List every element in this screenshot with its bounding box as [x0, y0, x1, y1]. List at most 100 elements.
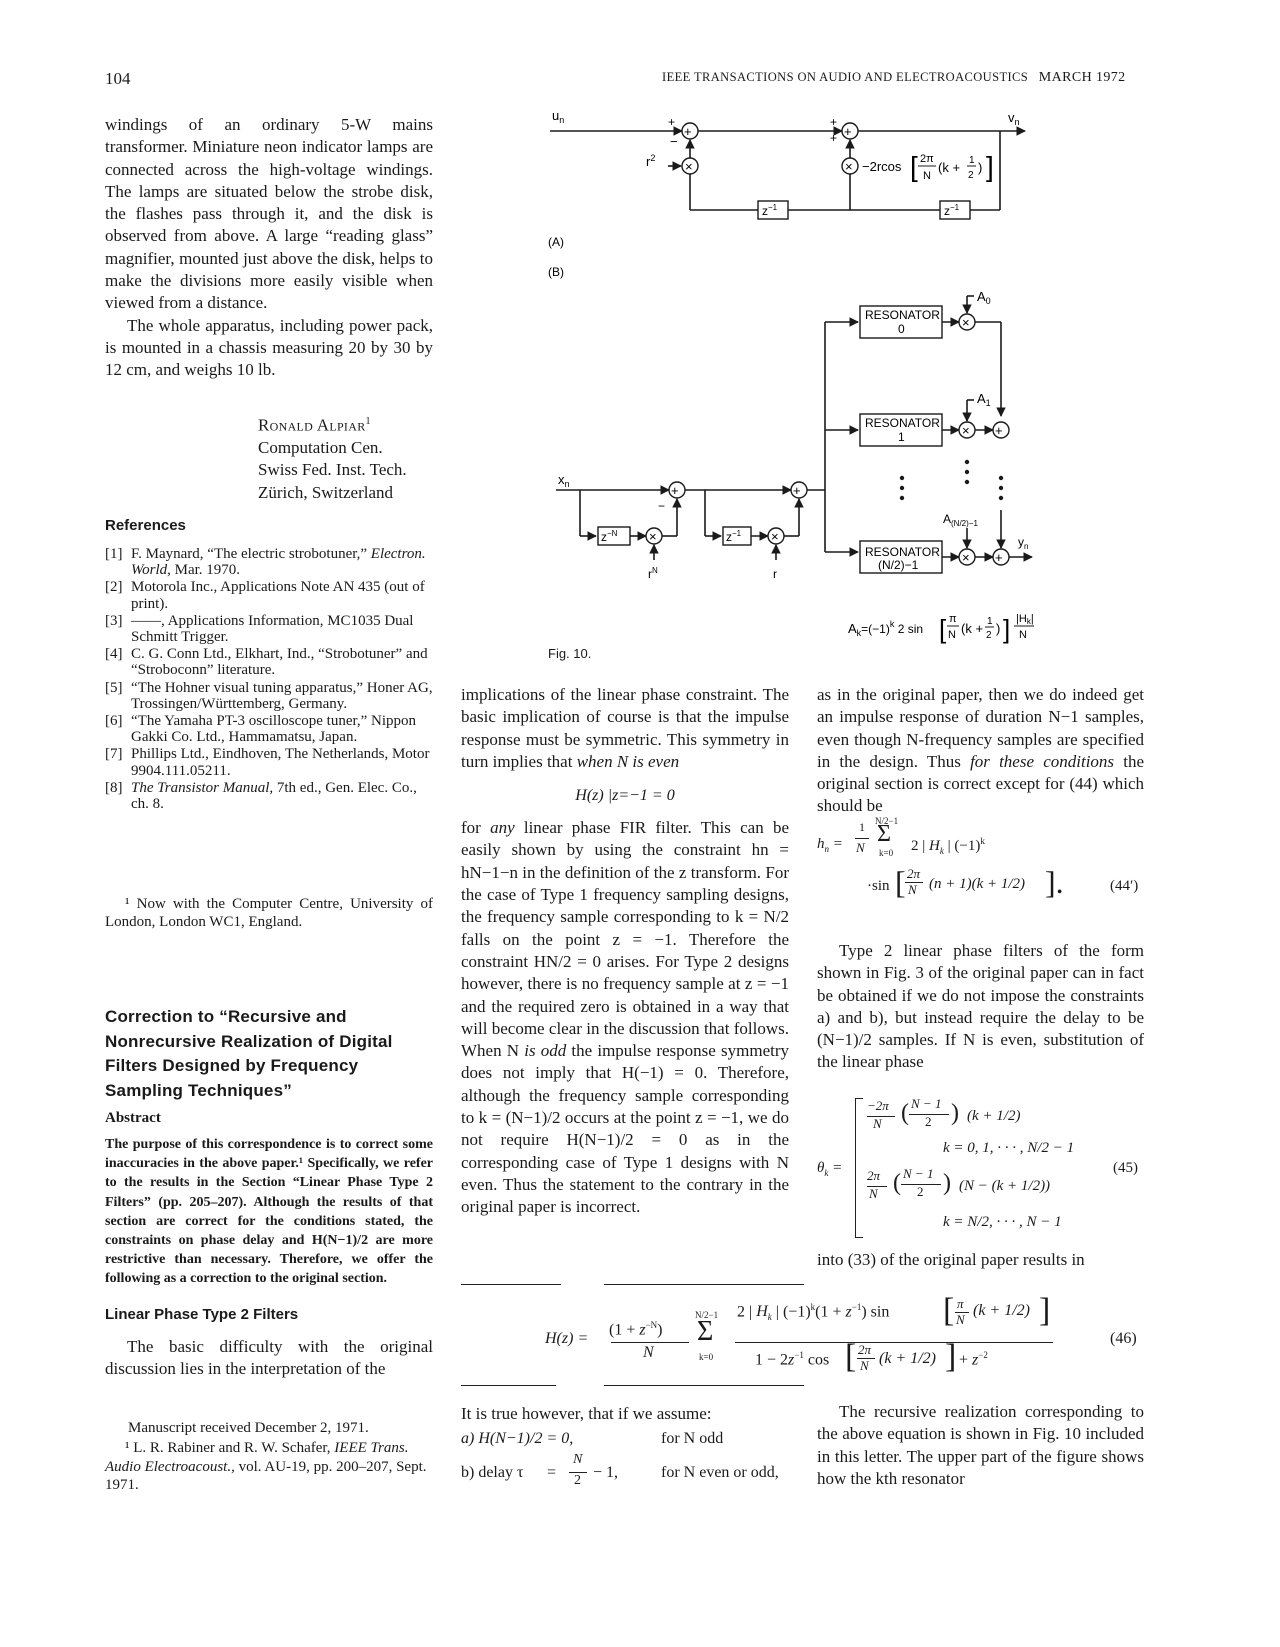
middle-column: implications of the linear phase constra…: [461, 684, 789, 1219]
page-number: 104: [105, 69, 131, 88]
equation-46: H(z) = (1 + z−N) N N/2−1 Σ k=0 2 | Hk | …: [545, 1292, 1065, 1376]
paragraph: into (33) of the original paper results …: [817, 1250, 1085, 1269]
svg-text:Ak=(−1)k 2 sin: Ak=(−1)k 2 sin: [848, 619, 923, 638]
running-header: IEEE TRANSACTIONS ON AUDIO AND ELECTROAC…: [662, 70, 1126, 86]
paragraph: for any linear phase FIR filter. This ca…: [461, 818, 789, 1217]
svg-text:×: ×: [845, 159, 853, 174]
label-part-a: (A): [548, 235, 564, 249]
paragraph: Type 2 linear phase filters of the form …: [817, 941, 1144, 1072]
svg-text:N: N: [948, 629, 956, 641]
author-affiliation: Zürich, Switzerland: [258, 482, 394, 502]
reference-item: [1]F. Maynard, “The electric strobotuner…: [105, 546, 426, 579]
right-column: as in the original paper, then we do ind…: [817, 684, 1144, 818]
label-r: r: [773, 567, 777, 581]
svg-text:]: ]: [986, 151, 994, 182]
correction-title: Correction to “Recursive and Nonrecursiv…: [105, 1007, 393, 1100]
paragraph: implications of the linear phase constra…: [461, 685, 789, 771]
equation-45: θk = −2π N ( N − 1 2 ) (k + 1/2) k = 0, …: [817, 1096, 1147, 1246]
svg-text:+: +: [830, 131, 837, 145]
svg-text:×: ×: [649, 529, 657, 544]
svg-text:[: [: [910, 151, 918, 182]
journal-name: IEEE TRANSACTIONS ON AUDIO AND ELECTROAC…: [662, 70, 1029, 84]
label-xn: xn: [558, 472, 570, 489]
svg-text:2π: 2π: [920, 153, 934, 165]
figure-10: un + + − + + + vn × r2 × −2rcos [ 2π N (…: [548, 108, 1034, 644]
footnote: ¹ Now with the Computer Centre, Universi…: [105, 896, 433, 930]
svg-text:+: +: [668, 115, 675, 129]
svg-text:RESONATOR: RESONATOR: [865, 416, 940, 430]
adder-node: [992, 421, 1010, 439]
svg-text:1: 1: [987, 616, 993, 627]
equation-44: hn = 1 N N/2−1 Σ k=0 2 | Hk | (−1)k ·sin…: [817, 816, 1139, 900]
svg-text:+: +: [995, 423, 1003, 438]
svg-text:+: +: [995, 550, 1003, 565]
resonator-last: [859, 540, 943, 574]
reference-item: [7]Phillips Ltd., Eindhoven, The Netherl…: [105, 746, 430, 779]
equation-hz: H(z) |z=−1 = 0: [575, 787, 675, 805]
svg-text:z−N: z−N: [601, 529, 618, 544]
reference-item: [5]“The Hohner visual tuning apparatus,”…: [105, 679, 433, 712]
label-vn: vn: [1008, 110, 1020, 127]
label-part-b: (B): [548, 265, 564, 279]
svg-text:×: ×: [962, 423, 970, 438]
reference-item: [3]——, Applications Information, MC1035 …: [105, 612, 414, 646]
svg-text:+: +: [671, 483, 679, 498]
svg-text:0: 0: [898, 322, 905, 336]
abstract-heading: Abstract: [105, 1110, 161, 1126]
reference-list: [1]F. Maynard, “The electric strobotuner…: [105, 546, 433, 813]
references-heading: References: [105, 517, 186, 534]
svg-text:z−1: z−1: [726, 529, 742, 544]
issue-date: MARCH 1972: [1038, 70, 1126, 85]
reference-item: [6]“The Yamaha PT-3 oscilloscope tuner,”…: [105, 713, 417, 746]
abstract-text: The purpose of this correspondence is to…: [105, 1137, 433, 1287]
svg-text:2: 2: [968, 170, 974, 181]
svg-text:−: −: [658, 499, 665, 513]
svg-text:−: −: [670, 134, 678, 149]
svg-text:(k +: (k +: [961, 621, 983, 636]
svg-text:×: ×: [962, 315, 970, 330]
svg-text:×: ×: [685, 159, 693, 174]
ak-formula: Ak=(−1)k 2 sin [ π N (k + 1 2 ) ] |Hk| N: [848, 613, 1034, 644]
delay-block: [939, 200, 971, 220]
reference-item: [8]The Transistor Manual, 7th ed., Gen. …: [105, 779, 417, 813]
svg-text:|Hk|: |Hk|: [1016, 613, 1034, 626]
label-a0: A0: [977, 289, 991, 306]
reference-item: [2]Motorola Inc., Applications Note AN 4…: [105, 579, 425, 612]
author-block: Ronald Alpiar1 Computation Cen. Swiss Fe…: [258, 411, 438, 504]
separator-line: [461, 1284, 561, 1285]
paragraph: The basic difficulty with the original d…: [105, 1337, 433, 1379]
paragraph: as in the original paper, then we do ind…: [817, 685, 1144, 816]
label-r2: r2: [646, 153, 655, 169]
author-affiliation: Swiss Fed. Inst. Tech.: [258, 460, 407, 480]
svg-text:]: ]: [1003, 614, 1010, 644]
label-rN: rN: [648, 566, 658, 581]
svg-text:×: ×: [962, 550, 970, 565]
separator-line: [604, 1284, 804, 1285]
manuscript-note: Manuscript received December 2, 1971.: [128, 1420, 369, 1436]
paragraph: The recursive realization corresponding …: [817, 1402, 1144, 1488]
resonator-1: [859, 413, 943, 447]
paragraph: The whole apparatus, including power pac…: [105, 315, 433, 380]
svg-text:[: [: [939, 614, 947, 644]
svg-text:): ): [978, 160, 982, 175]
equation-number: (46): [1110, 1330, 1137, 1347]
svg-text:(N/2)−1: (N/2)−1: [878, 558, 919, 572]
svg-text:N: N: [923, 170, 931, 182]
resonator-0: [859, 305, 943, 339]
svg-text:+: +: [844, 124, 852, 139]
section-heading: Linear Phase Type 2 Filters: [105, 1306, 299, 1323]
svg-text:(k +: (k +: [938, 160, 960, 175]
label-a1: A1: [977, 391, 991, 408]
svg-text:z−1: z−1: [944, 203, 960, 218]
separator-line: [604, 1385, 804, 1386]
condition-b: b) delay τ = N 2 − 1, for N even or odd,: [461, 1452, 779, 1488]
label-un: un: [552, 108, 564, 125]
condition-a: a) H(N−1)/2 = 0, for N odd: [461, 1430, 724, 1447]
svg-text:×: ×: [771, 529, 779, 544]
separator-line: [461, 1385, 556, 1386]
cos-gain-label: −2rcos: [862, 159, 902, 174]
svg-text:N: N: [1019, 629, 1027, 641]
label-aN: A(N/2)−1: [943, 512, 978, 528]
label-yn: yn: [1018, 535, 1028, 551]
delay-block: [757, 200, 789, 220]
